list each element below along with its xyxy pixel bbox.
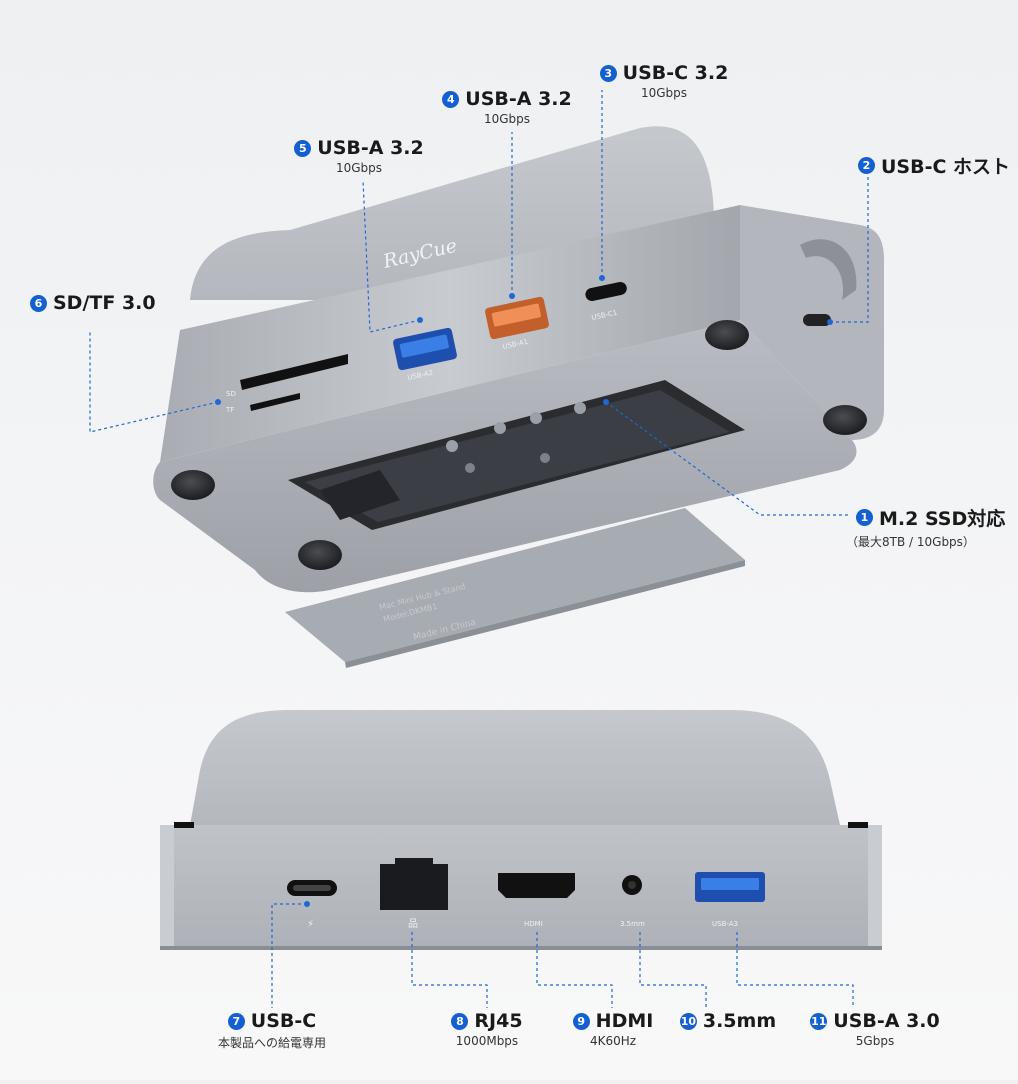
callout-subtitle: （最大8TB / 10Gbps）: [846, 535, 975, 549]
callout-title: 3.5mm: [702, 1010, 777, 1032]
callout-subtitle: 5Gbps: [855, 1034, 895, 1048]
callout-number-badge: 8: [451, 1012, 469, 1030]
callout-number-badge: 6: [30, 294, 47, 312]
callout-usb-a-3-0: 11 USB-A 3.0 5Gbps: [790, 1010, 960, 1048]
callout-usb-c-host: 2 USB-C ホスト: [858, 152, 1010, 179]
callout-subtitle: 10Gbps: [335, 161, 383, 175]
host-usbc-port: [803, 314, 831, 326]
sd-label: SD: [226, 390, 236, 398]
tf-slot: [250, 393, 300, 411]
foot: [298, 540, 342, 570]
callout-number-badge: 1: [856, 509, 873, 526]
callout-sd-tf: 6 SD/TF 3.0: [30, 292, 156, 314]
callout-hdmi: 9 HDMI 4K60Hz: [555, 1010, 671, 1048]
ssd-board: [305, 390, 730, 522]
callout-usb-c-power: 7 USB-C 本製品への給電専用: [192, 1010, 352, 1051]
callout-number-badge: 5: [294, 139, 312, 157]
hdmi-label: HDMI: [524, 920, 543, 928]
sd-slot: [240, 354, 348, 390]
network-glyph: 品: [408, 918, 418, 930]
callout-title: USB-C ホスト: [881, 156, 1011, 178]
callout-3-5mm: 10 3.5mm: [670, 1010, 786, 1032]
callout-title: USB-A 3.0: [833, 1010, 940, 1032]
hdmi-port: [498, 873, 575, 898]
callout-usb-a2: 5 USB-A 3.2 10Gbps: [284, 137, 434, 175]
callout-subtitle: 10Gbps: [640, 86, 688, 100]
tf-label: TF: [225, 406, 234, 414]
callout-subtitle: 4K60Hz: [589, 1034, 637, 1048]
callout-title: SD/TF 3.0: [53, 292, 156, 314]
usb-a3-label: USB-A3: [712, 920, 738, 928]
callout-subtitle: 本製品への給電専用: [217, 1036, 326, 1050]
ssd-cover-plate: Mac Mini Hub & Stand Model:DKMB1 Made in…: [285, 508, 745, 668]
callout-title: USB-A 3.2: [465, 88, 572, 110]
jack-label: 3.5mm: [620, 920, 645, 928]
callout-number-badge: 7: [227, 1012, 245, 1030]
stand-back-lower: [190, 710, 840, 825]
callout-title: USB-C: [250, 1010, 317, 1032]
foot: [171, 470, 215, 500]
foot: [823, 405, 867, 435]
callout-m2-ssd: 1 M.2 SSD対応 （最大8TB / 10Gbps）: [846, 504, 1006, 550]
callout-title: USB-A 3.2: [317, 137, 424, 159]
callout-usb-a1: 4 USB-A 3.2 10Gbps: [432, 88, 582, 126]
callout-number-badge: 10: [679, 1012, 697, 1030]
callout-number-badge: 2: [858, 157, 875, 174]
ssd-standoffs: [446, 402, 586, 473]
callout-number-badge: 9: [572, 1012, 590, 1030]
usb-a1-port: USB-A1: [485, 296, 549, 351]
callout-usb-c-3-2: 3 USB-C 3.2 10Gbps: [594, 62, 734, 100]
usb-a2-port: USB-A2: [393, 327, 457, 382]
callout-number-badge: 4: [442, 90, 460, 108]
callout-subtitle: 1000Mbps: [455, 1034, 519, 1048]
callout-title: M.2 SSD対応: [879, 508, 1006, 530]
power-glyph: ⚡: [307, 919, 314, 930]
callout-title: HDMI: [595, 1010, 654, 1032]
callout-subtitle: 10Gbps: [483, 112, 531, 126]
callout-number-badge: 11: [810, 1012, 828, 1030]
callout-rj45: 8 RJ45 1000Mbps: [428, 1010, 546, 1048]
leader-lines: [89, 90, 869, 1008]
knob: [800, 239, 857, 300]
callout-title: USB-C 3.2: [622, 62, 729, 84]
callout-title: RJ45: [474, 1010, 523, 1032]
foot: [705, 320, 749, 350]
rj45-port: [380, 858, 448, 910]
callout-number-badge: 3: [599, 64, 617, 82]
